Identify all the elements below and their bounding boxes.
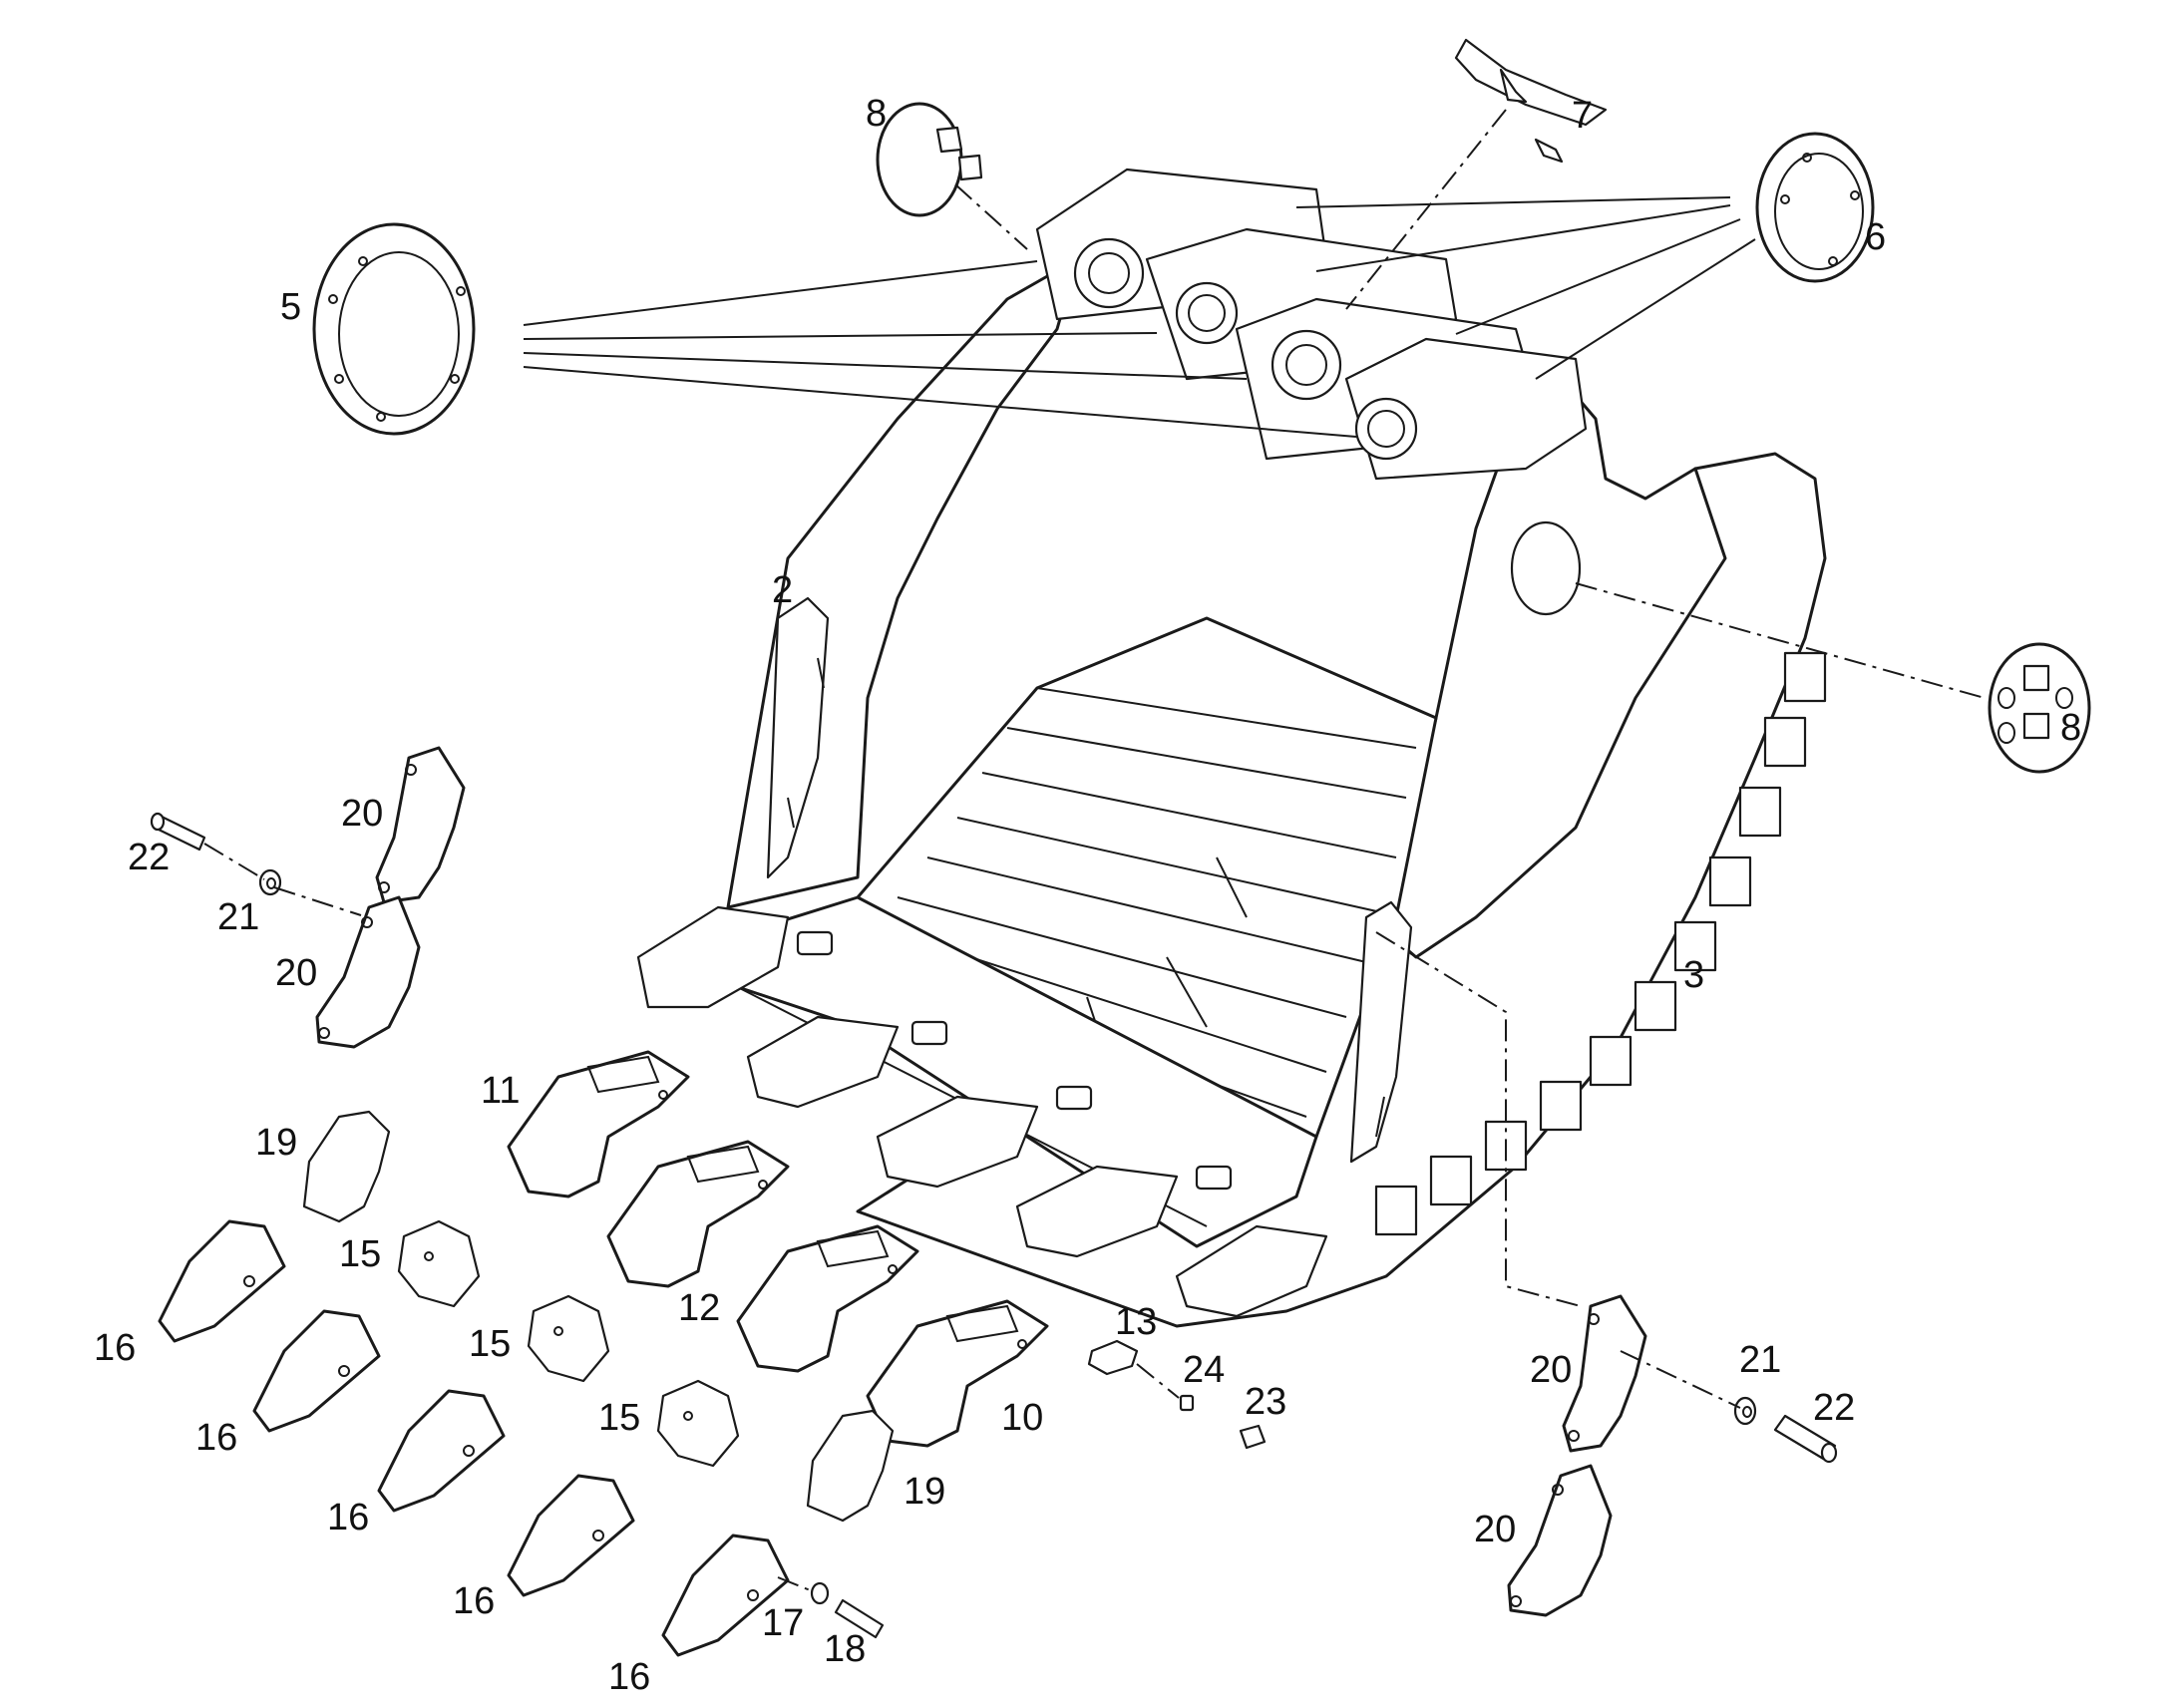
part-10-adapter: [866, 1299, 1049, 1448]
part-8-cover-plate-right: [1988, 642, 2091, 774]
part-20-side-shroud-left-upper: [375, 746, 466, 904]
callout-15-a: 15: [339, 1233, 381, 1275]
part-17-retainer: [810, 1581, 830, 1605]
callout-10: 10: [1001, 1397, 1043, 1439]
callout-20-b: 20: [275, 952, 317, 994]
callout-labels: 5 8 7 6 2 8 3 20 22 21 20 11 19 15 16 12…: [94, 93, 2081, 1698]
part-18-pin: [834, 1598, 885, 1639]
callout-18: 18: [824, 1628, 866, 1670]
part-19-bracket-right: [806, 1409, 895, 1523]
callout-21-left: 21: [217, 896, 259, 938]
bucket-body: [636, 168, 1827, 1328]
lip-shroud-3: [1055, 1085, 1093, 1111]
part-23-screw: [1239, 1424, 1267, 1450]
part-15-cap-b: [527, 1294, 610, 1383]
part-7-retaining-clip: [1454, 38, 1608, 164]
part-5-ring-flange: [312, 222, 476, 436]
part-24-bolt: [1179, 1394, 1195, 1412]
callout-19-left: 19: [255, 1122, 297, 1164]
hinge-bosses: [1035, 168, 1588, 481]
part-15-cap-a: [397, 1219, 481, 1308]
callout-24: 24: [1183, 1349, 1225, 1391]
part-6-ring-flange: [1755, 132, 1875, 283]
callout-19-right: 19: [904, 1471, 945, 1513]
callout-22-right: 22: [1813, 1387, 1855, 1429]
part-15-cap-c: [656, 1379, 740, 1468]
part-13-lock: [1087, 1339, 1139, 1376]
callout-20-d: 20: [1474, 1509, 1516, 1550]
left-side-cutter: [766, 596, 830, 879]
bucket-right-side-plate: [1379, 382, 1727, 959]
part-21-washer-right: [1733, 1396, 1757, 1426]
part-16-tooth-c: [377, 1389, 506, 1513]
part-8-cover-plate-top: [876, 102, 983, 217]
leader-lines: [203, 109, 1986, 1592]
part-22-pin-right: [1773, 1414, 1838, 1464]
callout-5: 5: [280, 286, 301, 328]
lip-shroud-1: [796, 930, 834, 956]
callout-7: 7: [1572, 95, 1593, 137]
part-12-adapter: [606, 1140, 790, 1288]
callout-16-d: 16: [453, 1580, 495, 1622]
callout-6: 6: [1865, 216, 1886, 258]
part-20-side-shroud-right-lower: [1507, 1464, 1613, 1617]
part-20-side-shroud-right-upper: [1562, 1294, 1647, 1453]
right-side-cutter: [1349, 900, 1413, 1164]
part-21-washer-left: [258, 868, 282, 896]
callout-11: 11: [481, 1070, 520, 1112]
part-16-tooth-d: [507, 1474, 635, 1597]
callout-16-a: 16: [94, 1327, 136, 1369]
callout-22-left: 22: [128, 837, 170, 878]
callout-2: 2: [772, 569, 793, 611]
callout-20-c: 20: [1530, 1349, 1572, 1391]
lip-adapter-1: [636, 905, 790, 1009]
callout-17: 17: [762, 1602, 804, 1644]
part-12-adapter-2: [736, 1224, 919, 1373]
lip-adapter-2: [746, 1015, 900, 1109]
callout-3: 3: [1683, 954, 1704, 996]
part-11-adapter: [507, 1050, 690, 1198]
lip-adapter-4: [1015, 1165, 1179, 1258]
side-wear-blocks: [1374, 651, 1827, 1236]
part-19-bracket-left: [302, 1110, 391, 1223]
callout-12: 12: [678, 1287, 720, 1329]
part-16-tooth-a: [158, 1219, 286, 1343]
callout-23: 23: [1245, 1381, 1286, 1423]
part-16-tooth-b: [252, 1309, 381, 1433]
part-22-pin-left: [150, 812, 206, 852]
callout-15-c: 15: [598, 1397, 640, 1439]
lip-shroud-4: [1195, 1165, 1233, 1191]
callout-15-b: 15: [469, 1323, 511, 1365]
side-plate-boss: [1510, 520, 1582, 616]
lip-adapter-5: [1175, 1224, 1328, 1318]
callout-8-top: 8: [866, 93, 887, 135]
lip-shroud-2: [910, 1020, 948, 1046]
callout-20-a: 20: [341, 793, 383, 835]
callout-16-e: 16: [608, 1656, 650, 1698]
callout-8-right: 8: [2060, 707, 2081, 749]
part-20-side-shroud-left-lower: [315, 895, 421, 1049]
callout-16-b: 16: [195, 1417, 237, 1459]
lip-adapter-3: [876, 1095, 1039, 1189]
callout-16-c: 16: [327, 1497, 369, 1538]
callout-13: 13: [1115, 1301, 1157, 1343]
callout-21-right: 21: [1739, 1339, 1781, 1381]
bucket-cutting-edge: [696, 895, 1318, 1248]
